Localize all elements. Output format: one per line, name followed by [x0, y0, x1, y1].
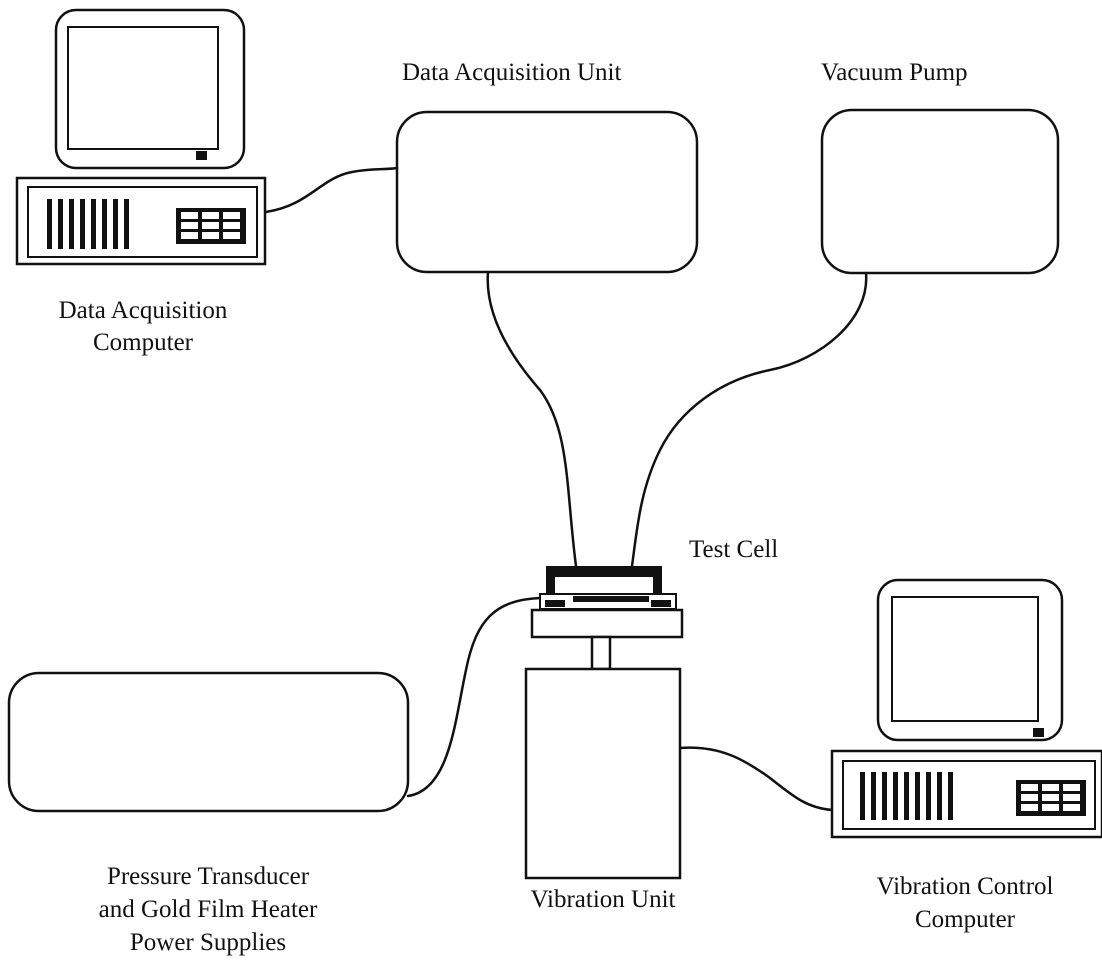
supplies-label-line3: Power Supplies: [130, 929, 286, 956]
vacuum-pump: [820, 108, 1060, 275]
cable-computer-to-daq-unit: [264, 166, 399, 214]
data-acquisition-computer: [15, 8, 267, 266]
data-acquisition-unit: [395, 110, 699, 274]
drive-panel-icon: [176, 208, 246, 244]
test-cell: [530, 566, 684, 639]
cable-daq-unit-to-test-cell: [486, 270, 578, 568]
vib-computer-label-line1: Vibration Control: [877, 873, 1054, 900]
power-supplies: [7, 671, 410, 813]
vibration-control-computer: [830, 578, 1102, 839]
supplies-label-line2: and Gold Film Heater: [99, 896, 318, 923]
vib-computer-label-line2: Computer: [915, 906, 1016, 933]
computer-case-icon: [15, 176, 267, 266]
test-cell-label: Test Cell: [689, 536, 778, 563]
daq-computer-label-line1: Data Acquisition: [59, 297, 228, 324]
cable-supplies-to-test-cell: [406, 596, 542, 798]
daq-computer-label-line2: Computer: [93, 329, 194, 356]
cable-vibration-unit-to-computer: [678, 746, 834, 812]
supplies-label-line1: Pressure Transducer: [107, 863, 310, 890]
monitor-icon: [876, 578, 1064, 742]
vibration-unit: [524, 635, 682, 880]
drive-panel-icon: [1016, 780, 1086, 816]
vacuum-pump-label: Vacuum Pump: [821, 59, 968, 86]
daq-unit-label: Data Acquisition Unit: [402, 59, 621, 86]
monitor-icon: [54, 8, 246, 170]
cable-vacuum-pump-to-test-cell: [630, 271, 868, 568]
vibration-unit-label: Vibration Unit: [530, 886, 675, 913]
computer-case-icon: [830, 749, 1102, 839]
